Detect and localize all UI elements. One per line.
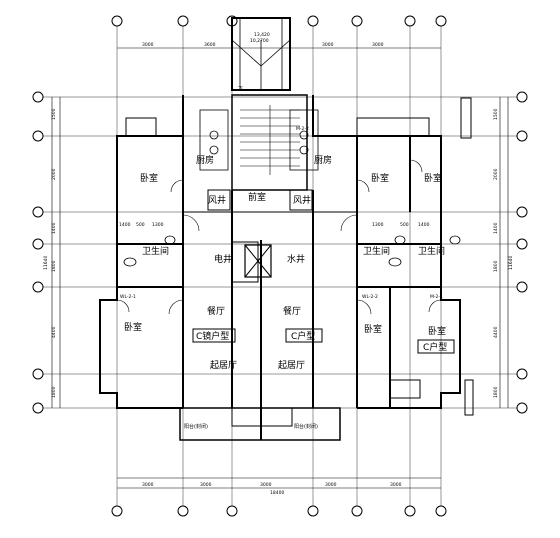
dimension-lines xyxy=(51,47,509,489)
right-axis-bubbles xyxy=(516,91,528,414)
element-tags: WL-2-1 WL-2-2 M-2-1 M-2-2 xyxy=(120,126,443,300)
bottom-axis-bubbles xyxy=(111,505,447,517)
room-wind-shaft-right: 风井 xyxy=(293,194,311,206)
room-balcony-left: 阳台(封闭) xyxy=(184,423,208,430)
room-living-right: 起居厅 xyxy=(278,360,305,371)
dim-left-1: 1500 xyxy=(51,108,57,120)
unit-type-labels: C镜户型 C户型 C户型 xyxy=(196,330,447,353)
walls xyxy=(99,17,474,441)
dim-right-4: 1800 xyxy=(493,260,499,272)
unit-label-boxes xyxy=(192,328,455,354)
dim-top-3: 3000 xyxy=(322,42,334,48)
bathroom-fixtures xyxy=(123,235,461,267)
dim-top-mid: 13,420 xyxy=(254,32,270,38)
dim-top-4: 3000 xyxy=(372,42,384,48)
room-bathroom-right-a: 卫生间 xyxy=(363,245,390,257)
room-stair-label: 前室 xyxy=(248,191,266,203)
room-labels: 前室 下 风井 风井 电井 水井 厨房 厨房 卧室 卧室 卧室 卫生间 卫生间 … xyxy=(124,86,446,430)
door-swings xyxy=(116,159,442,315)
shafts xyxy=(207,189,313,283)
tag-door-top: M-2-2 xyxy=(296,126,309,132)
room-kitchen-right: 厨房 xyxy=(314,154,332,166)
dim-right-3: 1400 xyxy=(493,222,499,234)
tag-window-right: WL-2-2 xyxy=(362,294,378,300)
room-water-shaft: 水井 xyxy=(287,253,305,265)
dim-right-2: 2000 xyxy=(493,168,499,180)
dim-right-5: 4400 xyxy=(493,326,499,338)
room-bathroom-left: 卫生间 xyxy=(142,245,169,257)
dim-right-total: 11640 xyxy=(508,256,514,270)
dim-mid-6: 1400 xyxy=(418,222,430,228)
dim-bottom-3: 3000 xyxy=(260,482,272,488)
dim-bottom-2: 3000 xyxy=(200,482,212,488)
room-bedroom-left-top: 卧室 xyxy=(140,172,158,184)
room-bathroom-right-b: 卫生间 xyxy=(418,245,445,257)
dim-bottom-4: 3000 xyxy=(325,482,337,488)
room-elev-shaft: 电井 xyxy=(214,253,232,265)
unit-label-left: C镜户型 xyxy=(196,330,229,342)
dim-top-total: 10,2700 xyxy=(250,38,269,44)
room-wind-shaft-left: 风井 xyxy=(208,194,226,206)
dim-mid-4: 1300 xyxy=(372,222,384,228)
room-bedroom-left-bottom: 卧室 xyxy=(124,321,142,333)
dim-top-2: 3600 xyxy=(204,42,216,48)
dim-left-total: 11640 xyxy=(43,256,49,270)
room-bedroom-right-top-b: 卧室 xyxy=(424,172,442,184)
dim-bottom-total: 18400 xyxy=(270,490,284,496)
kitchen-fixtures xyxy=(199,109,319,171)
dim-left-5: 4400 xyxy=(51,326,57,338)
room-balcony-right: 阳台(封闭) xyxy=(294,423,318,430)
room-dining-left: 餐厅 xyxy=(207,305,225,317)
room-bedroom-right-bottom-a: 卧室 xyxy=(364,323,382,335)
dim-left-6: 1800 xyxy=(51,386,57,398)
tag-door-right: M-2-1 xyxy=(430,294,443,300)
unit-label-right: C户型 xyxy=(423,341,447,353)
dim-left-2: 2000 xyxy=(51,168,57,180)
stair-direction-label: 下 xyxy=(238,86,243,92)
dim-bottom-5: 3000 xyxy=(390,482,402,488)
room-bedroom-right-top-a: 卧室 xyxy=(371,172,389,184)
left-axis-bubbles xyxy=(32,91,44,414)
room-bedroom-right-bottom-b: 卧室 xyxy=(428,325,446,337)
room-kitchen-left: 厨房 xyxy=(196,154,214,166)
tag-window-left: WL-2-1 xyxy=(120,294,136,300)
dim-mid-1: 1400 xyxy=(119,222,131,228)
room-dining-right: 餐厅 xyxy=(283,305,301,317)
dim-left-3: 1400 xyxy=(51,222,57,234)
dim-mid-2: 500 xyxy=(136,222,145,228)
dim-right-1: 1500 xyxy=(493,108,499,120)
dimension-texts: 3000 3600 3000 3000 10,2700 13,420 3000 … xyxy=(43,32,514,496)
dim-right-6: 1800 xyxy=(493,386,499,398)
dim-left-4: 1800 xyxy=(51,260,57,272)
stair-steps xyxy=(240,105,300,175)
dim-top-1: 3000 xyxy=(142,42,154,48)
unit-label-center: C户型 xyxy=(291,330,315,342)
dim-bottom-1: 3000 xyxy=(142,482,154,488)
dim-mid-3: 1300 xyxy=(152,222,164,228)
dim-mid-5: 500 xyxy=(400,222,409,228)
room-living-left: 起居厅 xyxy=(210,360,237,371)
